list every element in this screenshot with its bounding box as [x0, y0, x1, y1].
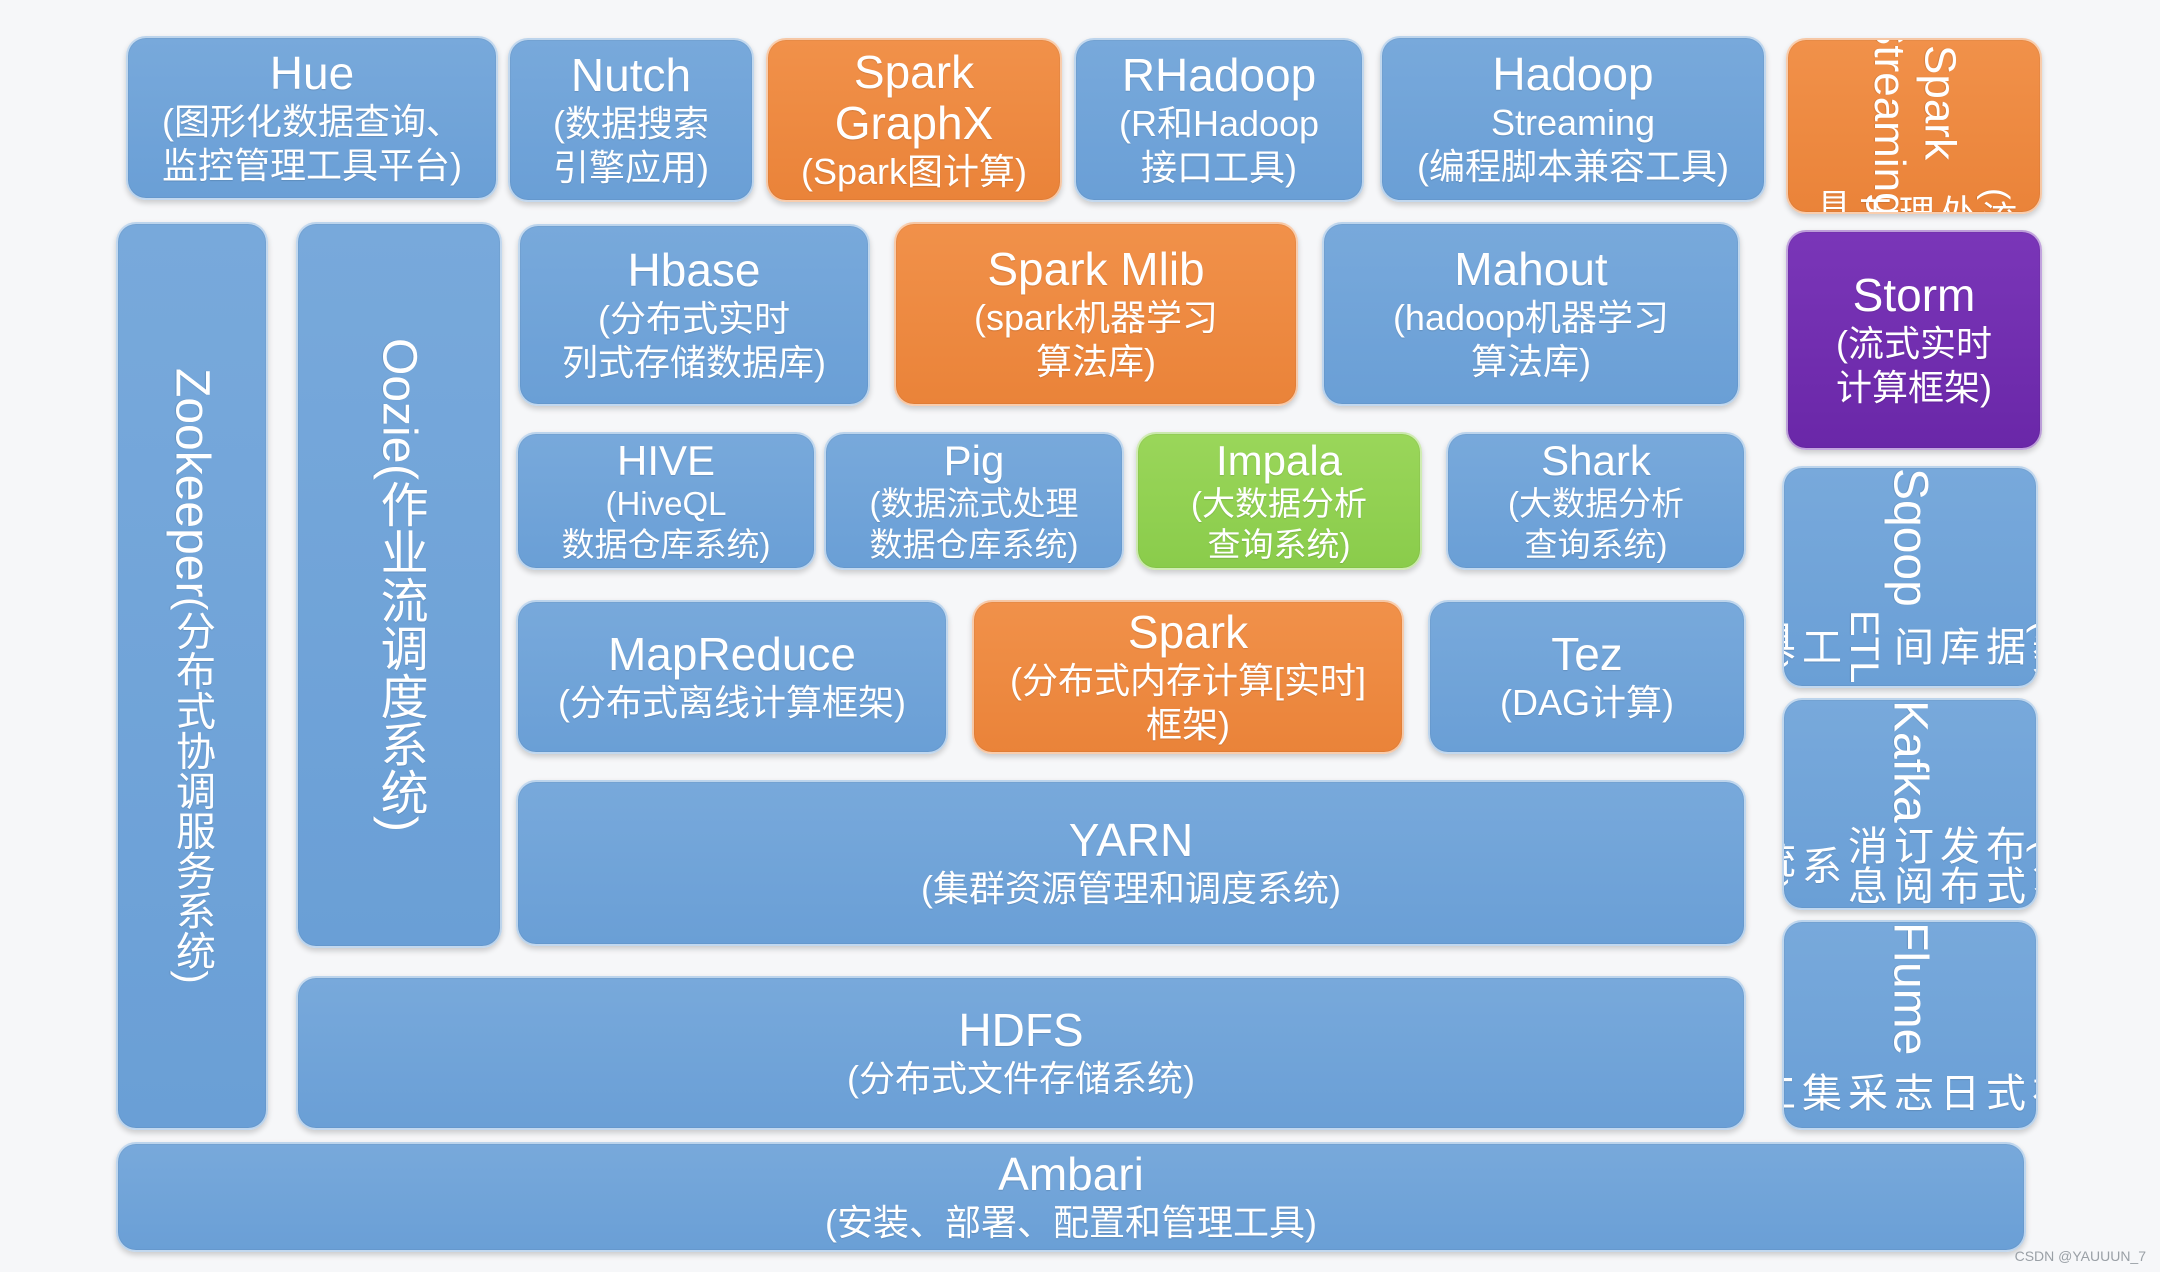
- hbase-desc-line1: (分布式实时: [598, 297, 790, 339]
- rhadoop-desc-line1: (R和Hadoop: [1118, 102, 1320, 144]
- spark-mlib-desc-line2: 算法库): [1036, 340, 1156, 382]
- tez-desc: (DAG计算): [1500, 681, 1674, 723]
- hbase-box: Hbase (分布式实时 列式存储数据库): [518, 224, 870, 406]
- storm-desc-line2: 计算框架): [1836, 366, 1992, 408]
- flume-desc: (分布式日志采集工具): [1784, 1071, 2036, 1112]
- tez-box: Tez (DAG计算): [1428, 600, 1746, 754]
- spark-mlib-box: Spark Mlib (spark机器学习 算法库): [894, 222, 1298, 406]
- hive-desc-line2: 数据仓库系统): [561, 525, 771, 563]
- rhadoop-box: RHadoop (R和Hadoop 接口工具): [1074, 38, 1364, 202]
- hue-desc-line2: 监控管理工具平台): [162, 144, 462, 186]
- yarn-title: YARN: [1068, 814, 1194, 867]
- impala-box: Impala (大数据分析 查询系统): [1136, 432, 1422, 570]
- spark-graphx-title-line2: GraphX: [834, 97, 994, 150]
- hue-desc-line1: (图形化数据查询、: [162, 100, 462, 142]
- kafka-title: Kafka: [1883, 700, 1937, 823]
- pig-title: Pig: [943, 437, 1005, 485]
- nutch-desc-line1: (数据搜索: [553, 102, 709, 144]
- zookeeper-box: Zookeeper (分布式协调服务系统): [116, 222, 268, 1130]
- hdfs-box: HDFS (分布式文件存储系统): [296, 976, 1746, 1130]
- oozie-title: Oozie: [372, 338, 426, 464]
- nutch-box: Nutch (数据搜索 引擎应用): [508, 38, 754, 202]
- shark-desc-line2: 查询系统): [1524, 525, 1668, 563]
- spark-graphx-box: Spark GraphX (Spark图计算): [766, 38, 1062, 202]
- ambari-title: Ambari: [998, 1148, 1144, 1201]
- sqoop-desc: (数据库间ETL工具): [1784, 609, 2036, 684]
- hadoop-streaming-box: Hadoop Streaming (编程脚本兼容工具): [1380, 36, 1766, 202]
- spark-streaming-title: Spark Streaming: [1865, 38, 1965, 214]
- ambari-box: Ambari (安装、部署、配置和管理工具): [116, 1142, 2026, 1252]
- spark-box: Spark (分布式内存计算[实时] 框架): [972, 600, 1404, 754]
- hive-title: HIVE: [616, 437, 716, 485]
- spark-desc-line2: 框架): [1146, 703, 1230, 745]
- sqoop-title: Sqoop: [1883, 468, 1937, 607]
- storm-box: Storm (流式实时 计算框架): [1786, 230, 2042, 450]
- rhadoop-title: RHadoop: [1121, 49, 1317, 102]
- csdn-watermark: CSDN @YAUUUN_7: [2014, 1248, 2146, 1264]
- mahout-desc-line2: 算法库): [1471, 340, 1591, 382]
- hive-desc-line1: (HiveQL: [605, 485, 727, 523]
- hdfs-desc: (分布式文件存储系统): [847, 1057, 1195, 1099]
- shark-desc-line1: (大数据分析: [1508, 485, 1684, 523]
- hadoop-streaming-title: Hadoop: [1492, 48, 1654, 101]
- ambari-desc: (安装、部署、配置和管理工具): [825, 1201, 1317, 1243]
- spark-streaming-box: Spark Streaming (流处理工具): [1786, 38, 2042, 214]
- hue-title: Hue: [269, 47, 355, 100]
- impala-title: Impala: [1215, 437, 1343, 485]
- pig-box: Pig (数据流式处理 数据仓库系统): [824, 432, 1124, 570]
- storm-title: Storm: [1852, 269, 1976, 322]
- kafka-box: Kafka (分布式发布订阅消息系统): [1782, 698, 2038, 910]
- shark-box: Shark (大数据分析 查询系统): [1446, 432, 1746, 570]
- oozie-desc: (作业流调度系统): [372, 463, 426, 832]
- flume-box: Flume (分布式日志采集工具): [1782, 920, 2038, 1130]
- sqoop-box: Sqoop (数据库间ETL工具): [1782, 466, 2038, 688]
- zookeeper-desc: (分布式协调服务系统): [170, 597, 214, 985]
- hbase-title: Hbase: [627, 244, 761, 297]
- spark-mlib-desc-line1: (spark机器学习: [973, 296, 1219, 338]
- nutch-desc-line2: 引擎应用): [553, 146, 709, 188]
- shark-title: Shark: [1541, 437, 1651, 485]
- hbase-desc-line2: 列式存储数据库): [562, 341, 826, 383]
- hadoop-streaming-subtitle: Streaming: [1490, 101, 1656, 143]
- spark-desc-line1: (分布式内存计算[实时]: [1010, 659, 1366, 701]
- spark-streaming-desc: (流处理工具): [1810, 188, 2018, 214]
- mahout-desc-line1: (hadoop机器学习: [1392, 296, 1670, 338]
- mapreduce-title: MapReduce: [607, 628, 857, 681]
- nutch-title: Nutch: [570, 49, 692, 102]
- hadoop-streaming-desc: (编程脚本兼容工具): [1417, 145, 1729, 187]
- mapreduce-box: MapReduce (分布式离线计算框架): [516, 600, 948, 754]
- pig-desc-line1: (数据流式处理: [869, 485, 1079, 523]
- yarn-box: YARN (集群资源管理和调度系统): [516, 780, 1746, 946]
- flume-title: Flume: [1883, 922, 1937, 1056]
- mahout-box: Mahout (hadoop机器学习 算法库): [1322, 222, 1740, 406]
- rhadoop-desc-line2: 接口工具): [1141, 146, 1297, 188]
- pig-desc-line2: 数据仓库系统): [869, 525, 1079, 563]
- mahout-title: Mahout: [1454, 243, 1608, 296]
- spark-graphx-desc: (Spark图计算): [800, 150, 1028, 192]
- impala-desc-line2: 查询系统): [1207, 525, 1351, 563]
- yarn-desc: (集群资源管理和调度系统): [921, 867, 1341, 909]
- hdfs-title: HDFS: [958, 1004, 1084, 1057]
- hive-box: HIVE (HiveQL 数据仓库系统): [516, 432, 816, 570]
- spark-title: Spark: [1127, 606, 1249, 659]
- kafka-desc: (分布式发布订阅消息系统): [1784, 825, 2036, 906]
- mapreduce-desc: (分布式离线计算框架): [558, 681, 906, 723]
- spark-mlib-title: Spark Mlib: [987, 243, 1205, 296]
- tez-title: Tez: [1551, 628, 1623, 681]
- impala-desc-line1: (大数据分析: [1191, 485, 1367, 523]
- zookeeper-title: Zookeeper: [165, 367, 219, 598]
- spark-graphx-title-line1: Spark: [853, 45, 975, 98]
- storm-desc-line1: (流式实时: [1836, 322, 1992, 364]
- hue-box: Hue (图形化数据查询、 监控管理工具平台): [126, 36, 498, 200]
- oozie-box: Oozie (作业流调度系统): [296, 222, 502, 948]
